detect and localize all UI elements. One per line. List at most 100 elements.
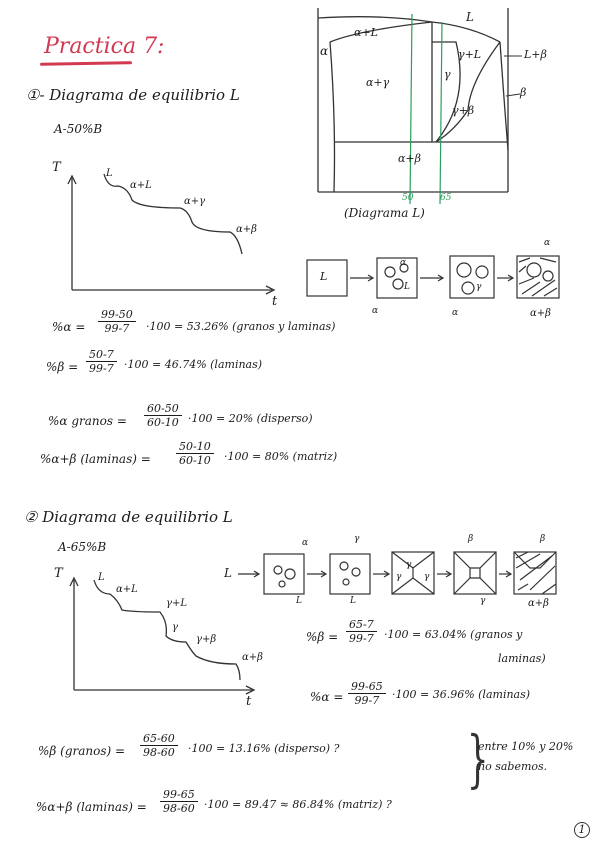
p2-eq1-rhs2: laminas) xyxy=(498,652,546,665)
micro2-label-gamma: γ xyxy=(354,534,360,544)
label-alpha-gamma: α+γ xyxy=(366,76,390,89)
micro1-label-alpha-2: α xyxy=(372,306,379,316)
micro2-label-L2: L xyxy=(350,596,356,606)
micro1-label-alpha-1: α xyxy=(400,258,407,268)
p1-eq1-rhs: ·100 = 53.26% (granos y laminas) xyxy=(146,320,336,333)
micro2-label-g1: γ xyxy=(406,560,412,570)
micro1-label-alpha-4: α xyxy=(544,238,551,248)
p1-eq1-den: 99-7 xyxy=(104,322,130,335)
p2-eq4-rhs: ·100 = 89.47 ≈ 86.84% (matriz) ? xyxy=(204,798,392,811)
mark-65: 65 xyxy=(440,193,452,203)
p1-eq3-lhs: %α granos = xyxy=(48,414,127,428)
p1-eq4-num: 50-10 xyxy=(176,440,214,454)
micro2-label-beta-1: β xyxy=(468,534,474,544)
diagram-caption: (Diagrama L) xyxy=(344,206,425,220)
p2-eq2-den: 99-7 xyxy=(354,694,380,707)
curve1-label-alpha-beta: α+β xyxy=(236,224,257,235)
p1-eq4-rhs: ·100 = 80% (matriz) xyxy=(224,450,338,463)
problem-2-heading: ② Diagrama de equilibrio L xyxy=(24,508,233,526)
p2-eq4-lhs: %α+β (laminas) = xyxy=(36,800,147,814)
micro2-label-alpha-beta: α+β xyxy=(528,598,549,609)
problem-2-composition: A-65%B xyxy=(58,540,107,554)
curve1-axis-t: t xyxy=(272,294,278,309)
phase-diagram xyxy=(317,8,509,193)
label-gamma-beta: γ+β xyxy=(452,104,475,117)
problem-1-heading: ①- Diagrama de equilibrio L xyxy=(26,86,240,104)
page-title: Practica 7: xyxy=(44,34,165,59)
micro1-label-L: L xyxy=(320,270,328,283)
p2-eq2-lhs: %α = xyxy=(310,690,344,704)
micro2-label-g2: γ xyxy=(396,572,402,582)
microstructures-2 xyxy=(238,551,557,595)
p2-eq3-lhs: %β (granos) = xyxy=(38,744,126,758)
p1-eq4-den: 60-10 xyxy=(179,454,211,467)
p1-eq2-num: 50-7 xyxy=(86,348,117,362)
label-alpha-liquid: α+L xyxy=(354,26,378,39)
p1-eq3-den: 60-10 xyxy=(147,416,179,429)
curve2-label-L: L xyxy=(98,572,105,583)
cooling-curve-2 xyxy=(69,576,256,695)
curve1-axis-T: T xyxy=(52,160,61,175)
composition-lines xyxy=(409,13,443,205)
micro1-label-alpha-beta: α+β xyxy=(530,308,551,319)
micro2-label-gamma-2: γ xyxy=(480,596,486,606)
p1-eq2-rhs: ·100 = 46.74% (laminas) xyxy=(124,358,263,371)
page-number: 1 xyxy=(574,822,590,838)
p1-eq1-lhs: %α = xyxy=(52,320,86,334)
micro2-label-beta-2: β xyxy=(540,534,546,544)
p1-eq1-num: 99-50 xyxy=(98,308,136,322)
cooling-curve-1 xyxy=(67,173,276,295)
note-brace: } xyxy=(466,722,489,795)
micro1-label-gamma: γ xyxy=(476,282,482,292)
micro1-label-alpha-3: α xyxy=(452,308,459,318)
label-liquid: L xyxy=(466,10,474,24)
mark-50: 50 xyxy=(402,193,414,203)
micro2-label-alpha: α xyxy=(302,538,309,548)
note-line-2: no sabemos. xyxy=(478,760,548,773)
label-alpha: α xyxy=(320,44,329,58)
p2-eq1-lhs: %β = xyxy=(306,630,339,644)
curve2-axis-T: T xyxy=(54,566,63,581)
micro1-label-L2: L xyxy=(404,282,410,292)
p2-eq1-den: 99-7 xyxy=(349,632,374,645)
curve1-label-alpha-gamma: α+γ xyxy=(184,196,206,207)
curve2-label-alpha-beta: α+β xyxy=(242,652,263,663)
micro2-label-L1: L xyxy=(296,596,302,606)
p2-eq3-num: 65-60 xyxy=(140,732,178,746)
label-gamma-liquid: γ+L xyxy=(458,48,482,61)
p1-eq2-lhs: %β = xyxy=(46,360,79,374)
curve1-label-alpha-L: α+L xyxy=(130,180,152,191)
curve1-label-L: L xyxy=(106,168,113,179)
p2-eq3-rhs: ·100 = 13.16% (disperso) ? xyxy=(188,742,340,755)
p2-eq3-den: 98-60 xyxy=(143,746,175,759)
curve2-axis-t: t xyxy=(246,694,252,709)
p2-eq2-rhs: ·100 = 36.96% (laminas) xyxy=(392,688,531,701)
microstructures-1 xyxy=(306,255,560,299)
p2-eq2-num: 99-65 xyxy=(348,680,386,694)
curve2-label-gamma: γ xyxy=(172,622,178,633)
problem-1-composition: A-50%B xyxy=(54,122,103,136)
curve2-label-gamma-beta: γ+β xyxy=(196,634,217,645)
curve2-label-alpha-L: α+L xyxy=(116,584,138,595)
label-beta: β xyxy=(520,86,527,99)
p1-eq3-rhs: ·100 = 20% (disperso) xyxy=(188,412,313,425)
micro2-label-L: L xyxy=(224,566,232,580)
p2-eq1-rhs: ·100 = 63.04% (granos y xyxy=(384,628,523,641)
p1-eq3-num: 60-50 xyxy=(144,402,182,416)
p1-eq2-den: 99-7 xyxy=(89,362,114,375)
p2-eq1-num: 65-7 xyxy=(346,618,377,632)
label-liquid-beta: L+β xyxy=(524,48,547,61)
p2-eq4-den: 98-60 xyxy=(163,802,195,815)
curve2-label-gamma-L: γ+L xyxy=(166,598,187,609)
label-alpha-beta: α+β xyxy=(398,152,422,165)
micro2-label-g3: γ xyxy=(424,572,430,582)
